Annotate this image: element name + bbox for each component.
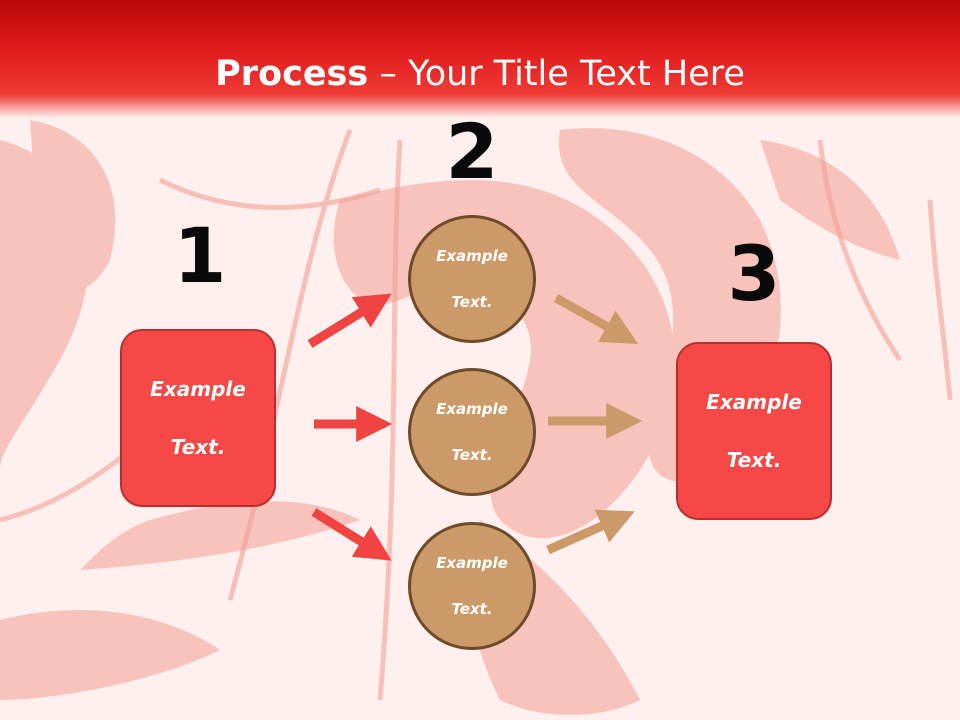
circle-mid-line1: Example xyxy=(436,399,508,418)
title-bold: Process xyxy=(215,54,369,94)
step-number-2: 2 xyxy=(445,107,499,196)
step-number-3: 3 xyxy=(727,229,781,318)
right-box-line1: Example xyxy=(706,389,802,414)
circle-mid-line2: Text. xyxy=(451,445,493,464)
left-box-line2: Text. xyxy=(170,434,226,459)
step-number-1: 1 xyxy=(173,211,227,300)
circle-top-line1: Example xyxy=(436,246,508,265)
right-box-line2: Text. xyxy=(726,447,782,472)
circle-bottom-line1: Example xyxy=(436,553,508,572)
slide-title: Process – Your Title Text Here xyxy=(0,52,960,96)
title-bar xyxy=(0,0,960,118)
circle-bottom-line2: Text. xyxy=(451,599,493,618)
title-rest: – Your Title Text Here xyxy=(368,54,745,94)
circle-top-line2: Text. xyxy=(451,292,493,311)
left-box-line1: Example xyxy=(150,376,246,401)
